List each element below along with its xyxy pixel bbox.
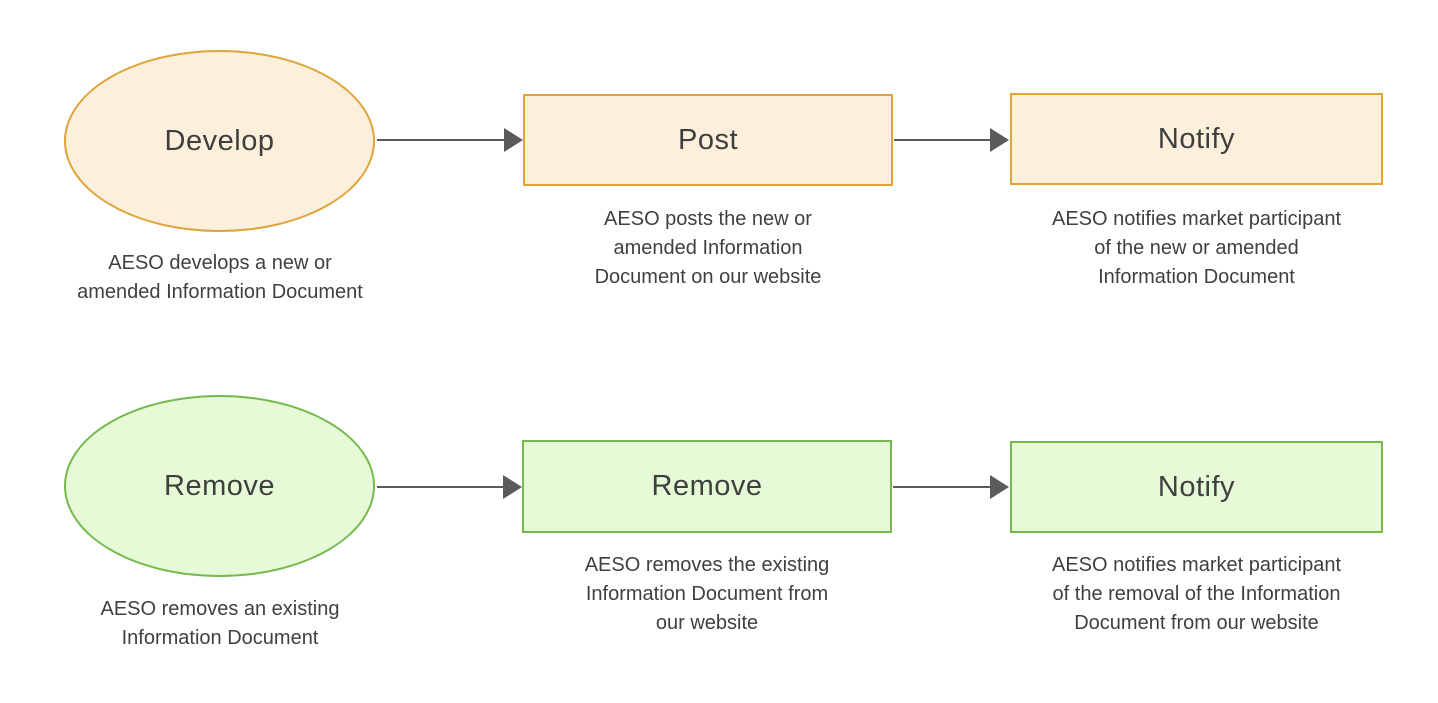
node-remove-action-caption: AESO removes the existing Information Do… [584, 554, 830, 634]
node-notify-removal-caption: AESO notifies market participant of the … [1051, 554, 1341, 634]
node-remove-action-label: Remove [651, 470, 763, 502]
arrow-head-icon [990, 475, 1009, 499]
arrow-develop-to-post [377, 128, 523, 152]
node-post-label: Post [677, 123, 739, 156]
node-notify-new: Notify [1010, 93, 1383, 185]
arrow-post-to-notify [894, 128, 1009, 152]
node-remove-source-caption: AESO removes an existing Information Doc… [100, 598, 340, 649]
node-post-caption: AESO posts the new or amended Informatio… [594, 208, 822, 288]
node-post: Post [523, 94, 893, 186]
node-notify-new-caption: AESO notifies market participant of the … [1051, 208, 1341, 288]
arrow-remove-to-remove [377, 475, 522, 499]
arrow-head-icon [504, 128, 523, 152]
node-develop-caption: AESO develops a new or amended Informati… [77, 252, 363, 303]
node-develop-label: Develop [164, 124, 275, 157]
node-remove-source: Remove [64, 395, 375, 577]
node-notify-removal: Notify [1010, 441, 1383, 533]
node-notify-new-label: Notify [1157, 122, 1236, 155]
arrow-head-icon [503, 475, 522, 499]
arrow-head-icon [990, 128, 1009, 152]
arrow-remove-to-notify [893, 475, 1009, 499]
node-remove-source-label: Remove [164, 469, 275, 502]
node-notify-removal-label: Notify [1157, 470, 1236, 503]
node-remove-action: Remove [522, 440, 892, 533]
node-develop: Develop [64, 50, 375, 232]
